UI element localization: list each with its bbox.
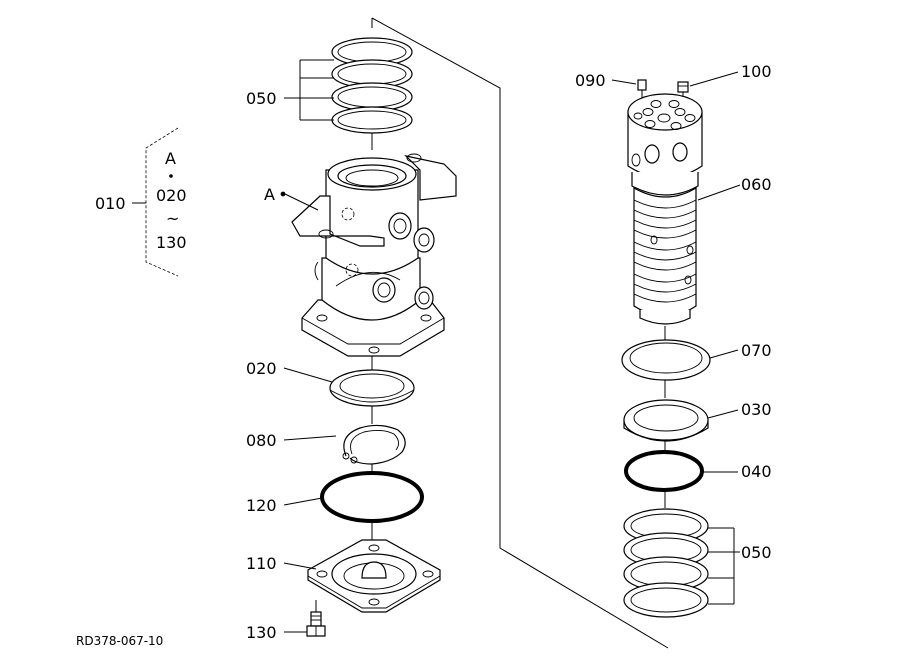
leader-050-left [284,59,334,121]
o-ring-120 [320,471,424,523]
leader-080 [283,435,337,441]
label-090: 090 [575,71,606,90]
label-120: 120 [246,496,277,515]
leader-030 [707,409,739,419]
label-080: 080 [246,431,277,450]
label-070: 070 [741,341,772,360]
leader-100 [689,71,739,87]
guide-lines [371,17,669,649]
label-050-right: 050 [741,543,772,562]
ring-020 [329,369,415,407]
label-050-left: 050 [246,89,277,108]
label-020: 020 [246,359,277,378]
leader-090 [611,79,637,85]
ring-070 [621,339,711,381]
group-tilde: ~ [166,209,179,228]
leader-120 [283,497,323,506]
ring-030 [623,399,709,442]
group-top-a: A [165,149,176,168]
bolt-130 [306,600,326,637]
label-100: 100 [741,62,772,81]
leader-110 [283,562,317,570]
group-bracket-010 [132,127,179,277]
drawing-code: RD378-067-10 [76,634,163,648]
seal-rings-050-left [331,37,413,150]
ref-a-label: A [264,185,275,204]
cover-110 [307,539,441,613]
leader-060 [697,184,741,201]
label-110: 110 [246,554,277,573]
swivel-joint-body [291,153,457,357]
leader-050-right [708,527,740,605]
label-040: 040 [741,462,772,481]
ref-a-marker [280,191,319,211]
leader-020 [283,367,333,383]
seal-rings-050-right [623,508,709,618]
rotor-shaft-060 [627,93,703,325]
label-060: 060 [741,175,772,194]
label-130: 130 [246,623,277,642]
snap-ring-080 [342,424,406,465]
label-010: 010 [95,194,126,213]
group-to: 130 [156,233,187,252]
o-ring-040 [624,450,704,492]
label-030: 030 [741,400,772,419]
group-from: 020 [156,186,187,205]
leader-070 [709,349,739,359]
